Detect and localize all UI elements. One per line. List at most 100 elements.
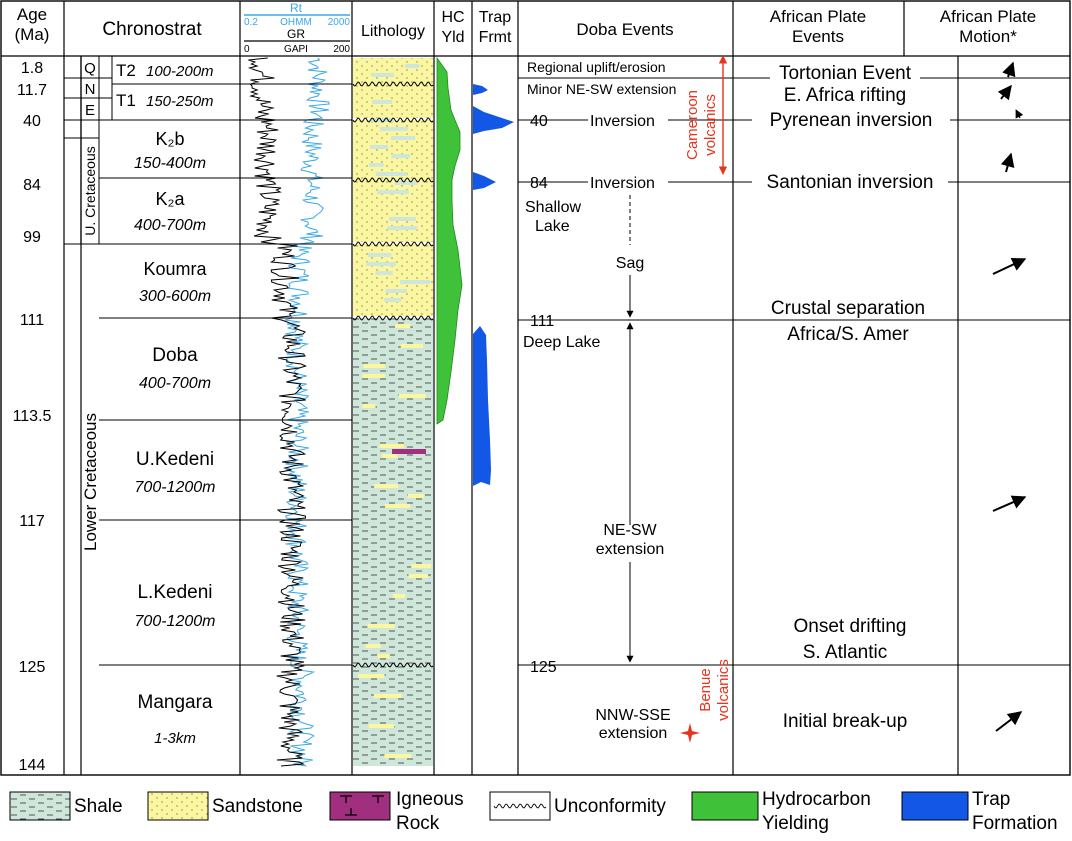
unit-thickness: 100-200m bbox=[146, 63, 214, 80]
lith-sand-lens bbox=[385, 504, 411, 508]
trap-fill-4 bbox=[473, 326, 491, 486]
lith-lenses bbox=[358, 64, 432, 758]
header-rt-unit: OHMM bbox=[280, 17, 312, 28]
unit-thickness: 150-250m bbox=[146, 93, 214, 110]
doba-event-minor-extension: Minor NE-SW extension bbox=[527, 81, 676, 97]
header-hc-line2: Yld bbox=[441, 29, 464, 46]
legend-hydrocarbon-swatch bbox=[691, 791, 759, 821]
lith-band-sand-k2a bbox=[353, 180, 433, 242]
header-plate-events-line2: Events bbox=[792, 27, 844, 46]
lith-shale-lens bbox=[384, 298, 401, 302]
legend-hydrocarbon-line1: Hydrocarbon bbox=[762, 789, 871, 810]
lith-shale-lens bbox=[375, 172, 408, 176]
header-hc-line1: HC bbox=[441, 9, 464, 26]
doba-ne-sw-line1: NE-SW bbox=[603, 522, 657, 539]
unit-name: T1 bbox=[116, 91, 136, 110]
lith-shale-lens bbox=[394, 181, 418, 185]
legend-sandstone-swatch bbox=[147, 791, 209, 821]
doba-age-125: 125 bbox=[530, 659, 557, 676]
plate-motion-arrow-icon bbox=[997, 84, 1012, 101]
age-label: 144 bbox=[19, 757, 46, 774]
unit-name: Doba bbox=[152, 345, 198, 366]
header-trap-line2: Frmt bbox=[479, 29, 512, 46]
header-rt-min: 0.2 bbox=[244, 17, 258, 28]
header-chronostrat: Chronostrat bbox=[102, 19, 202, 40]
lith-unconformity-line bbox=[352, 662, 434, 668]
plate-motion-arrow-icon bbox=[995, 711, 1023, 732]
lith-sand-lens bbox=[411, 564, 432, 568]
doba-deep-lake: Deep Lake bbox=[523, 334, 600, 351]
unit-name: T2 bbox=[116, 61, 136, 80]
lith-sand-lens bbox=[377, 654, 390, 658]
age-label: 99 bbox=[23, 229, 41, 246]
lith-sand-lens bbox=[363, 364, 386, 368]
unit-thickness: 400-700m bbox=[139, 375, 211, 392]
legend-igneous-hatch bbox=[340, 795, 384, 816]
doba-inversion-40-bg bbox=[588, 110, 668, 130]
header-lithology: Lithology bbox=[361, 23, 425, 40]
trap-fill-1 bbox=[473, 84, 488, 95]
unit-name: Koumra bbox=[143, 259, 207, 279]
lith-shale-lens bbox=[369, 163, 384, 167]
lith-igneous-sill bbox=[392, 449, 426, 454]
header-gr-unit: GAPI bbox=[284, 44, 308, 55]
doba-age-111: 111 bbox=[530, 313, 554, 330]
lith-sand-lens bbox=[398, 394, 427, 398]
age-label: 111 bbox=[20, 312, 44, 329]
header-gr-max: 200 bbox=[333, 44, 350, 55]
header-rt-max: 2000 bbox=[328, 17, 351, 28]
plate-tortonian-bg bbox=[770, 62, 920, 84]
lith-sand-lens bbox=[362, 374, 386, 378]
lith-shale-lens bbox=[404, 64, 420, 68]
lith-shale-lens bbox=[366, 262, 396, 266]
age-label: 125 bbox=[19, 659, 46, 676]
header-age-line1: Age bbox=[17, 5, 47, 24]
period-boxes bbox=[63, 56, 113, 775]
plate-event-ea-rifting: E. Africa rifting bbox=[784, 85, 907, 106]
plate-crustal-bg bbox=[752, 297, 948, 319]
doba-event-inversion-40: Inversion bbox=[590, 113, 655, 130]
plate-event-crustal-line1: Crustal separation bbox=[771, 298, 925, 319]
header-plate-motion-line1: African Plate bbox=[940, 7, 1036, 26]
lith-shale-lens bbox=[389, 217, 416, 221]
cameroon-volcanics-line1: Cameroon bbox=[684, 90, 701, 160]
legend-hydrocarbon-line2: Yielding bbox=[762, 813, 829, 834]
lith-sand-lens bbox=[379, 444, 405, 448]
lith-sand-lens bbox=[407, 494, 424, 498]
column-dividers bbox=[63, 1, 959, 775]
period-n: N bbox=[85, 81, 96, 98]
header-gr-label: GR bbox=[287, 27, 305, 41]
age-label: 84 bbox=[23, 177, 41, 194]
legend-unconformity-swatch bbox=[489, 791, 551, 821]
age-labels: 1.8 11.7 40 84 99 111 113.5 117 125 144 bbox=[13, 60, 52, 774]
unit-name: K₂a bbox=[155, 189, 185, 209]
plate-motion-arrow-icon bbox=[1000, 152, 1015, 173]
unit-thickness: 700-1200m bbox=[135, 479, 216, 496]
legend-trap-line2: Formation bbox=[972, 813, 1058, 834]
header-rt-label: Rt bbox=[290, 1, 303, 15]
lith-sand-lens bbox=[381, 454, 398, 458]
header-plate-motion-line2: Motion* bbox=[959, 27, 1017, 46]
period-lower-cretaceous: Lower Cretaceous bbox=[81, 413, 100, 551]
unit-thickness: 300-600m bbox=[139, 288, 211, 305]
chart-frame bbox=[0, 0, 1071, 776]
lith-shale-lens bbox=[385, 289, 407, 293]
header-doba-events: Doba Events bbox=[576, 20, 673, 39]
legend: Shale Sandstone Igneous Rock Unconformit… bbox=[9, 789, 1058, 834]
lith-band-sand-t1 bbox=[353, 78, 433, 118]
lith-sand-lens bbox=[367, 624, 395, 628]
age-label: 40 bbox=[23, 113, 41, 130]
legend-igneous-line2: Rock bbox=[396, 813, 440, 834]
lith-unconformity-line bbox=[352, 117, 434, 123]
lith-shale-lens bbox=[375, 271, 393, 275]
benue-volcanics-line2: volcanics bbox=[715, 659, 732, 721]
plate-events: Tortonian Event E. Africa rifting Pyrene… bbox=[752, 62, 950, 732]
rt-log-curve bbox=[284, 57, 331, 767]
doba-event-regional-uplift: Regional uplift/erosion bbox=[527, 59, 666, 75]
plate-event-crustal-line2: Africa/S. Amer bbox=[787, 324, 909, 345]
lith-shale-lens bbox=[391, 136, 416, 140]
unit-labels: T2 100-200m T1 150-250m K₂b 150-400m K₂a… bbox=[116, 61, 215, 747]
lith-sand-lens bbox=[384, 754, 412, 758]
lith-unconformities bbox=[352, 81, 434, 668]
doba-ne-sw-line2: extension bbox=[596, 541, 665, 558]
